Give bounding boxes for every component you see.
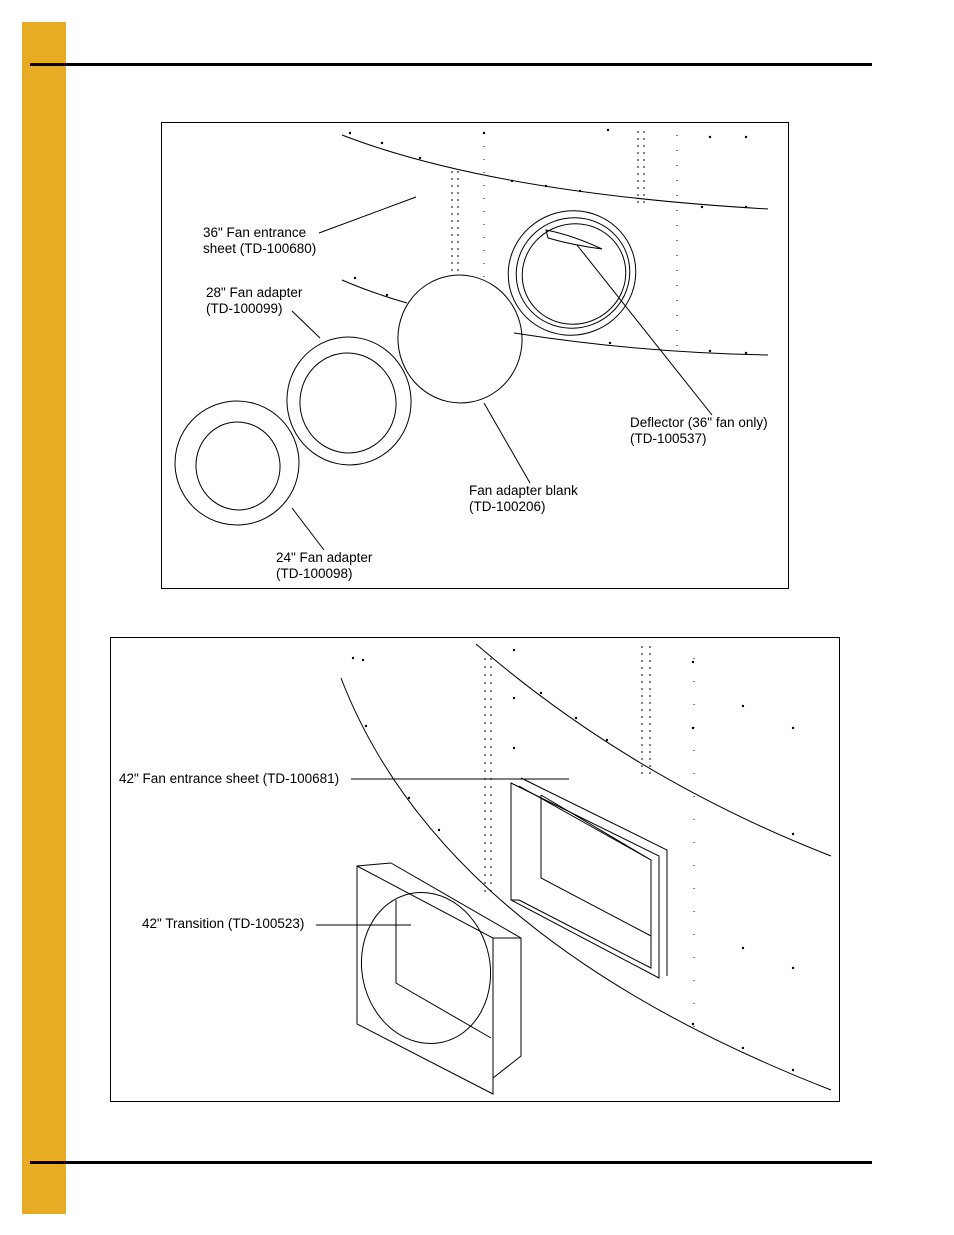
footer-rule: [30, 1161, 872, 1164]
transition-drawing: [316, 643, 832, 1095]
figure-fan-adapters: 36" Fan entrance sheet (TD-100680) 28" F…: [161, 122, 789, 589]
transition-round-opening: [360, 891, 492, 1045]
fan-adapters-drawing: [174, 128, 769, 551]
fan-adapter-24-ring: [174, 400, 300, 526]
header-rule: [30, 63, 872, 66]
label-28-fan-adapter: 28" Fan adapter (TD-100099): [206, 285, 303, 316]
wall-left-curve: [340, 677, 832, 1091]
entrance-36-outer: [507, 210, 637, 336]
fan-adapter-blank-disk: [397, 274, 523, 404]
figure-42-fan-transition: 42" Fan entrance sheet (TD-100681) 42" T…: [110, 637, 840, 1102]
transition-42-face: [356, 865, 494, 1095]
deflector-shape: [545, 229, 603, 250]
wall-top-curve: [341, 134, 769, 210]
wall-bottom-curve: [513, 332, 769, 356]
wall-right-curve: [475, 643, 832, 857]
label-36-fan-entrance-sheet: 36" Fan entrance sheet (TD-100680): [203, 225, 317, 256]
label-deflector: Deflector (36" fan only) (TD-100537): [630, 415, 768, 446]
label-24-fan-adapter: 24" Fan adapter (TD-100098): [276, 550, 373, 581]
label-42-transition: 42" Transition (TD-100523): [142, 916, 305, 931]
side-color-bar: [22, 22, 66, 1214]
label-fan-adapter-blank: Fan adapter blank (TD-100206): [469, 483, 578, 514]
entrance-frame-42: [510, 782, 660, 979]
label-42-fan-entrance-sheet: 42" Fan entrance sheet (TD-100681): [119, 771, 340, 786]
fan-adapter-28-ring: [286, 336, 412, 466]
